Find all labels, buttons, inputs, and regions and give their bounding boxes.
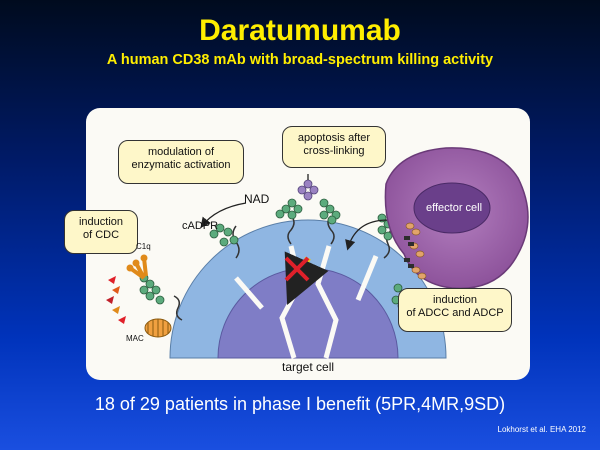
complement-cascade-icon — [106, 276, 126, 324]
cd38-receptor — [173, 295, 183, 321]
callout-adcc-line2: of ADCC and ADCP — [406, 307, 504, 319]
callout-apoptosis-line2: cross-linking — [303, 145, 365, 157]
callout-cdc-line2: of CDC — [82, 229, 120, 241]
nad-to-cadpr-arrow — [200, 202, 247, 229]
antibody-crosslink-right — [319, 198, 341, 225]
citation: Lokhorst et al. EHA 2012 — [497, 425, 587, 434]
callout-modulation-line2: enzymatic activation — [131, 159, 231, 171]
effector-nucleus — [413, 182, 491, 234]
mechanism-illustration — [106, 147, 529, 359]
callout-cdc: induction of CDC — [64, 210, 138, 254]
antibody-cdc — [139, 273, 165, 305]
immune-synapse — [404, 236, 414, 268]
fc-receptors — [405, 222, 427, 280]
crosslinker — [297, 179, 319, 201]
blocked-x-icon — [284, 256, 310, 282]
label-cadpr: cADPR — [182, 220, 219, 232]
footer-stat: 18 of 29 patients in phase I benefit (5P… — [94, 394, 506, 414]
slide-subtitle: A human CD38 mAb with broad-spectrum kil… — [106, 52, 494, 68]
callout-adcc: induction of ADCC and ADCP — [398, 288, 512, 332]
callout-modulation-line1: modulation of — [147, 146, 215, 158]
apoptosis-arrow-icon — [284, 251, 329, 305]
label-c1q: C1q — [136, 242, 151, 251]
callout-cdc-line1: induction — [78, 216, 124, 228]
slide-title: Daratumumab — [199, 14, 401, 47]
effector-arrow — [345, 219, 389, 251]
antibody-nad — [209, 223, 239, 247]
c1q-complex — [126, 254, 148, 280]
label-effector-cell: effector cell — [426, 202, 483, 214]
callout-modulation: modulation of enzymatic activation — [118, 140, 244, 184]
cd38-receptor — [287, 215, 295, 245]
callout-apoptosis-line1: apoptosis after — [297, 132, 371, 144]
callout-apoptosis: apoptosis after cross-linking — [282, 126, 386, 168]
mechanism-figure: modulation of enzymatic activation apopt… — [64, 108, 530, 380]
label-target-cell: target cell — [282, 360, 335, 374]
mac-icon — [144, 318, 172, 338]
label-nad: NAD — [244, 192, 270, 206]
label-mac: MAC — [126, 334, 144, 343]
callout-adcc-line1: induction — [432, 294, 478, 306]
antibody-crosslink-left — [275, 198, 303, 220]
